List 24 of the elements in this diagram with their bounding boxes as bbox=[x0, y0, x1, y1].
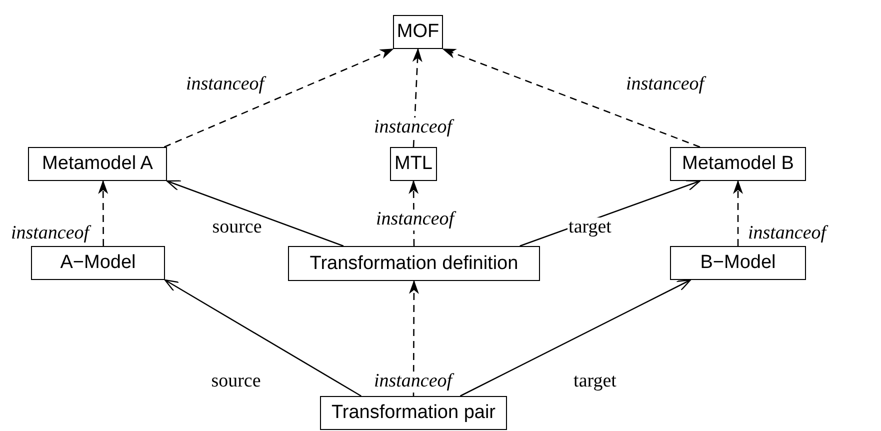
edge-label: instanceof bbox=[374, 210, 456, 230]
process-box: Transformation definition bbox=[288, 246, 540, 281]
edge-label: instanceof bbox=[746, 224, 828, 244]
edge-label: instanceof bbox=[184, 74, 266, 96]
process-box: MOF bbox=[393, 15, 443, 49]
process-box: A−Model bbox=[31, 246, 165, 280]
edge-label: instanceof bbox=[10, 224, 90, 244]
arrow bbox=[164, 279, 362, 397]
arrow bbox=[98, 180, 108, 246]
process-box: Metamodel A bbox=[28, 147, 167, 181]
arrow bbox=[408, 280, 419, 396]
process-box: B−Model bbox=[670, 246, 806, 280]
process-box: MTL bbox=[390, 147, 437, 181]
process-box: Metamodel B bbox=[670, 147, 806, 181]
arrow bbox=[733, 180, 743, 246]
edge-label: instanceof bbox=[624, 74, 706, 96]
edge-label: instanceof bbox=[372, 118, 454, 138]
process-box: Transformation pair bbox=[320, 396, 507, 430]
arrow bbox=[166, 180, 344, 247]
edge-label: instanceof bbox=[372, 372, 454, 392]
arrow bbox=[164, 48, 394, 148]
arrow bbox=[460, 279, 691, 397]
arrow bbox=[442, 48, 700, 148]
edge-label: target bbox=[568, 218, 612, 238]
